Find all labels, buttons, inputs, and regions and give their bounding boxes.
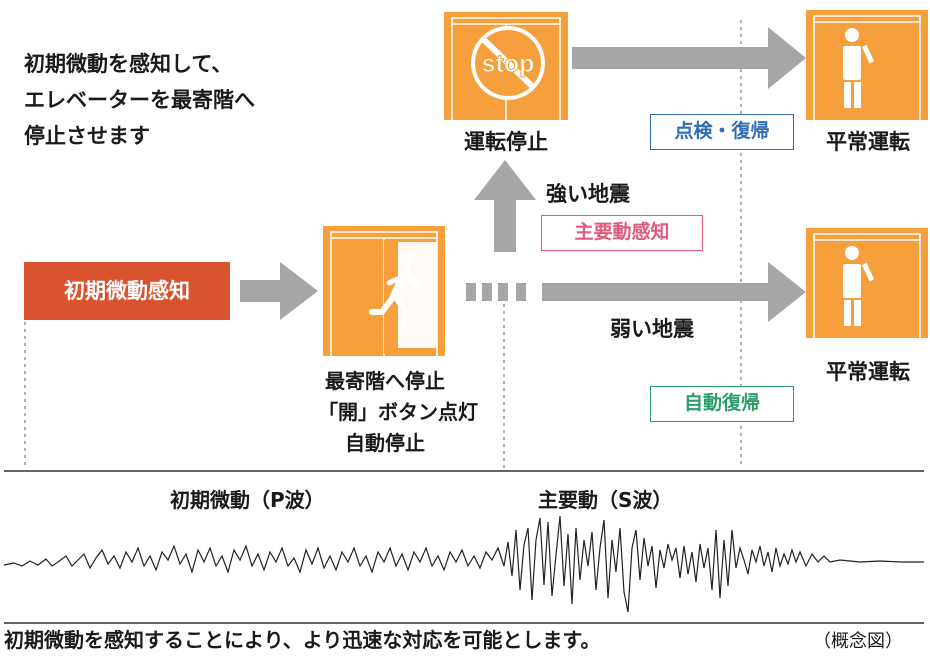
auto-return-tag: 自動復帰 <box>650 386 794 422</box>
evacuate-label: 最寄階へ停止 「開」ボタン点灯 自動停止 <box>318 366 478 459</box>
footer-caption: 初期微動を感知することにより、より迅速な対応を可能とします。 <box>4 628 601 652</box>
elevator-stopped: stop <box>444 12 568 120</box>
elevator-normal-top <box>806 10 928 120</box>
intro-line-1: 初期微動を感知して、 <box>24 52 233 76</box>
intro-text: 初期微動を感知して、 エレベーターを最寄階へ 停止させます <box>24 46 255 154</box>
intro-line-2: エレベーターを最寄階へ <box>24 88 255 112</box>
strong-quake-label: 強い地震 <box>546 182 630 206</box>
initial-tremor-detect-box: 初期微動感知 <box>24 262 230 320</box>
arrow-to-evacuate <box>240 262 318 320</box>
main-motion-detect-tag: 主要動感知 <box>541 215 703 251</box>
normal-label-top: 平常運転 <box>826 130 910 154</box>
arrow-weak-quake <box>466 262 806 322</box>
intro-line-3: 停止させます <box>24 124 150 148</box>
arrow-strong-quake <box>474 160 536 252</box>
standing-person-icon <box>843 28 875 108</box>
p-wave-label: 初期微動（P波） <box>170 488 325 512</box>
stopped-label: 運転停止 <box>464 130 548 154</box>
seismic-waveform <box>3 515 924 613</box>
evacuate-label-line-3: 自動停止 <box>345 431 425 455</box>
running-person-icon <box>369 252 423 329</box>
inspection-return-tag: 点検・復帰 <box>650 114 794 150</box>
arrow-to-normal-top <box>572 27 806 89</box>
normal-label-bottom: 平常運転 <box>826 360 910 384</box>
standing-person-icon <box>843 246 875 326</box>
concept-note: （概念図） <box>813 631 903 652</box>
weak-quake-label: 弱い地震 <box>610 317 694 341</box>
elevator-evacuate <box>323 226 445 356</box>
stop-sign-text: stop <box>482 50 535 78</box>
evacuate-label-line-2: 「開」ボタン点灯 <box>318 400 478 424</box>
stop-sign-icon: stop <box>471 26 545 100</box>
evacuate-label-line-1: 最寄階へ停止 <box>325 369 445 393</box>
s-wave-label: 主要動（S波） <box>538 488 673 512</box>
elevator-normal-bottom <box>806 228 928 338</box>
